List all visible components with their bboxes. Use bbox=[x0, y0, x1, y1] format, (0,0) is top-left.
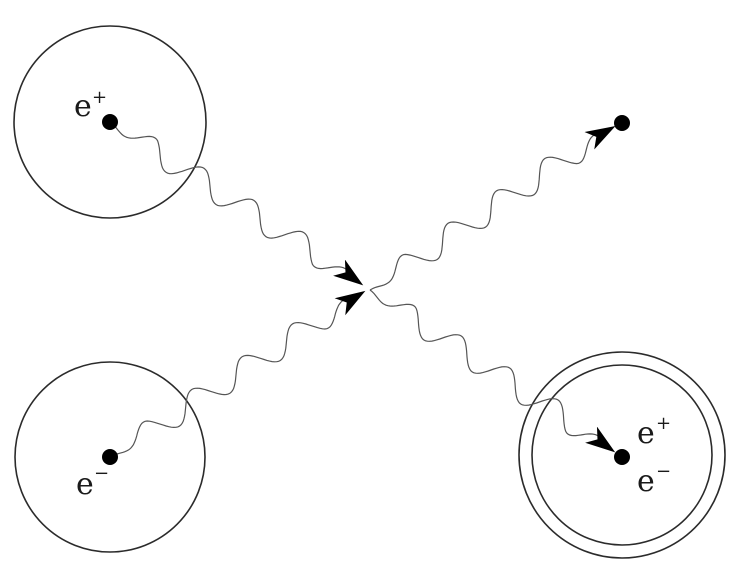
bound-state-circle-inner bbox=[531, 364, 713, 546]
positron-label-base: e bbox=[74, 89, 92, 124]
electron-source-circle bbox=[14, 361, 206, 553]
electron-label-sign: − bbox=[94, 463, 109, 484]
bound-positron-label-sign: + bbox=[656, 413, 671, 434]
incoming-positron-wave bbox=[109, 121, 364, 286]
positron-label: e + bbox=[74, 87, 107, 124]
positron-label-sign: + bbox=[92, 87, 107, 108]
bound-positron-label: e + bbox=[637, 413, 671, 451]
electron-label: e − bbox=[76, 463, 109, 502]
electron-label-base: e bbox=[76, 467, 94, 502]
bound-electron-label-sign: − bbox=[656, 461, 671, 482]
incoming-electron-wave bbox=[109, 290, 366, 458]
bound-positron-label-base: e bbox=[637, 416, 655, 451]
bound-electron-label: e − bbox=[637, 461, 671, 499]
bound-state-circle-outer bbox=[518, 351, 726, 559]
outgoing-particle-dot bbox=[614, 115, 630, 131]
outgoing-bound-state-wave bbox=[369, 289, 616, 453]
bound-electron-label-base: e bbox=[637, 464, 655, 499]
bound-state-dot bbox=[614, 449, 630, 465]
electron-dot bbox=[102, 449, 118, 465]
positron-source-circle bbox=[13, 25, 207, 219]
outgoing-particle-wave bbox=[369, 126, 616, 291]
positron-dot bbox=[102, 114, 118, 130]
